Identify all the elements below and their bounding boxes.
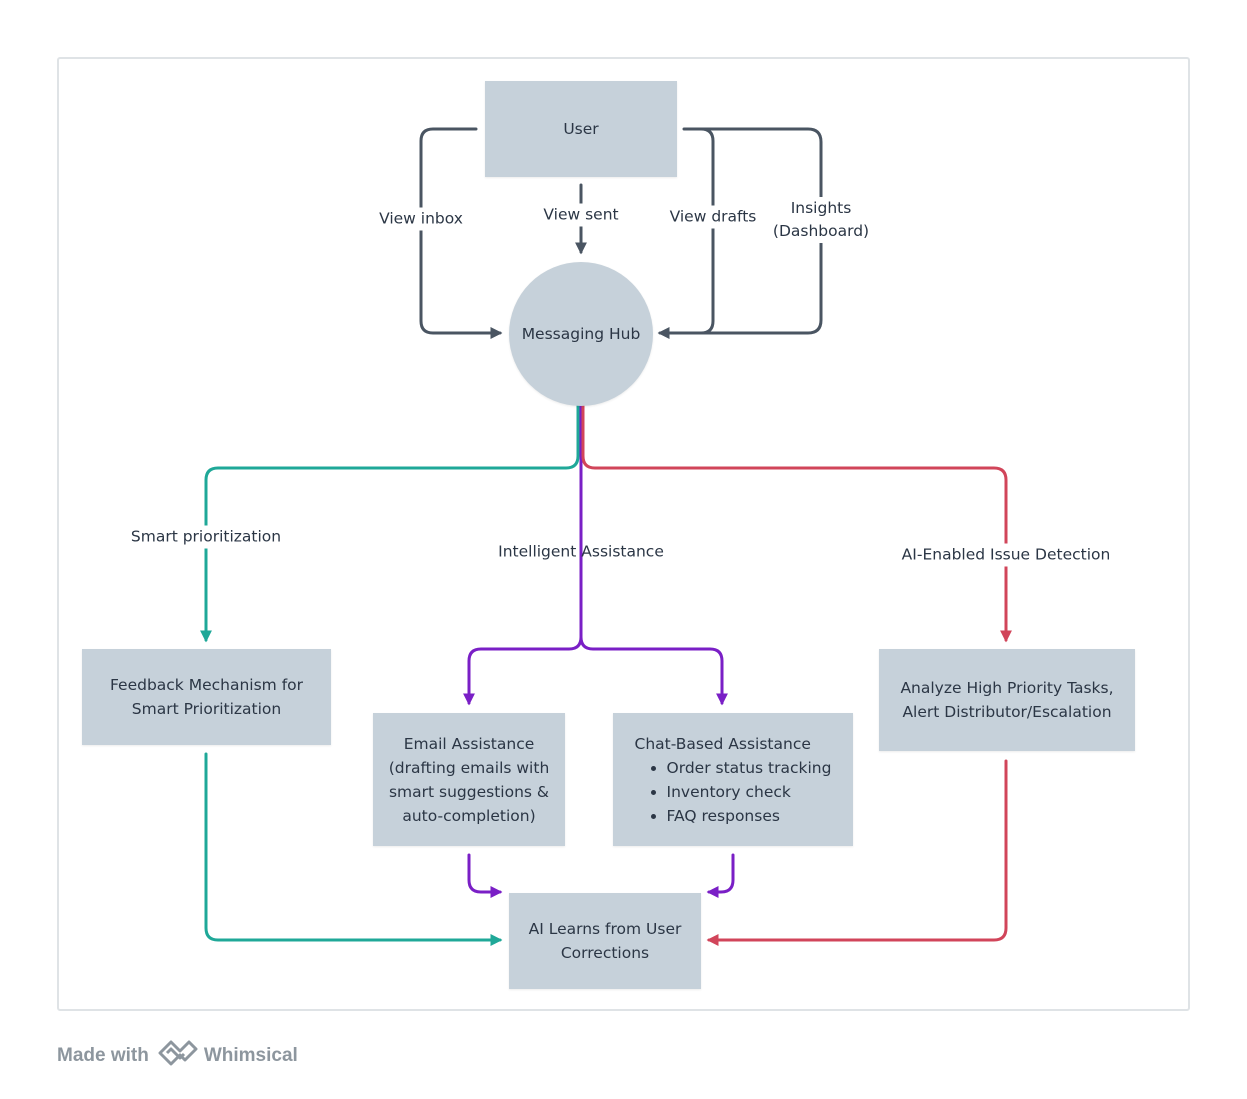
node-feedback-mechanism[interactable]: Feedback Mechanism for Smart Prioritizat…	[82, 649, 331, 745]
edge-view-inbox	[419, 127, 503, 339]
edge-email-to-ai	[467, 853, 503, 898]
email-line-2: (drafting emails with	[388, 758, 550, 777]
made-with-whimsical[interactable]: Made with Whimsical	[57, 1040, 298, 1072]
edge-issue-detection	[581, 402, 1012, 643]
whimsical-brand: Whimsical	[203, 1045, 298, 1066]
label-issue-detection: AI-Enabled Issue Detection	[899, 543, 1113, 567]
label-insights: Insights (Dashboard)	[770, 197, 872, 243]
node-email-assistance[interactable]: Email Assistance (drafting emails with s…	[373, 713, 565, 846]
label-view-sent: View sent	[541, 203, 621, 227]
label-insights-line-1: Insights	[790, 199, 852, 217]
chat-list-item: Inventory check	[667, 780, 832, 804]
chat-list-item: FAQ responses	[667, 804, 832, 828]
label-insights-line-2: (Dashboard)	[772, 222, 870, 240]
chat-list: Order status tracking Inventory check FA…	[635, 756, 832, 828]
edge-feedback-to-ai	[204, 752, 503, 946]
whimsical-logo-icon	[158, 1038, 198, 1074]
email-line-1: Email Assistance	[403, 734, 535, 753]
label-smart-prioritization: Smart prioritization	[128, 525, 284, 549]
node-user[interactable]: User	[485, 81, 677, 177]
node-ai-learns[interactable]: AI Learns from User Corrections	[509, 893, 701, 989]
edge-to-chat	[579, 635, 728, 706]
ai-line-2: Corrections	[560, 944, 650, 962]
node-messaging-hub[interactable]: Messaging Hub	[509, 262, 653, 406]
label-intelligent-assistance: Intelligent Assistance	[498, 542, 664, 561]
email-line-3: smart suggestions &	[388, 782, 550, 801]
node-hub-label: Messaging Hub	[521, 325, 641, 343]
diagram-canvas	[57, 57, 1190, 1011]
feedback-line-1: Feedback Mechanism for	[109, 676, 304, 694]
analyze-line-1: Analyze High Priority Tasks,	[900, 679, 1114, 697]
edge-analyze-to-ai	[706, 759, 1008, 946]
edge-smart-prioritization	[200, 402, 580, 643]
chat-title: Chat-Based Assistance	[634, 734, 811, 753]
node-user-label: User	[563, 120, 599, 138]
made-with-text: Made with	[57, 1045, 149, 1066]
label-view-drafts: View drafts	[667, 205, 759, 229]
ai-line-1: AI Learns from User	[528, 920, 682, 938]
node-analyze-tasks[interactable]: Analyze High Priority Tasks, Alert Distr…	[879, 649, 1135, 751]
feedback-line-2: Smart Prioritization	[131, 700, 282, 718]
email-line-4: auto-completion)	[402, 806, 536, 825]
chat-list-item: Order status tracking	[667, 756, 832, 780]
label-view-inbox: View inbox	[377, 207, 465, 231]
analyze-line-2: Alert Distributor/Escalation	[902, 703, 1112, 721]
edge-chat-to-ai	[706, 853, 735, 898]
node-chat-assistance[interactable]: Chat-Based Assistance Order status track…	[613, 713, 853, 846]
edge-to-email	[463, 635, 583, 706]
